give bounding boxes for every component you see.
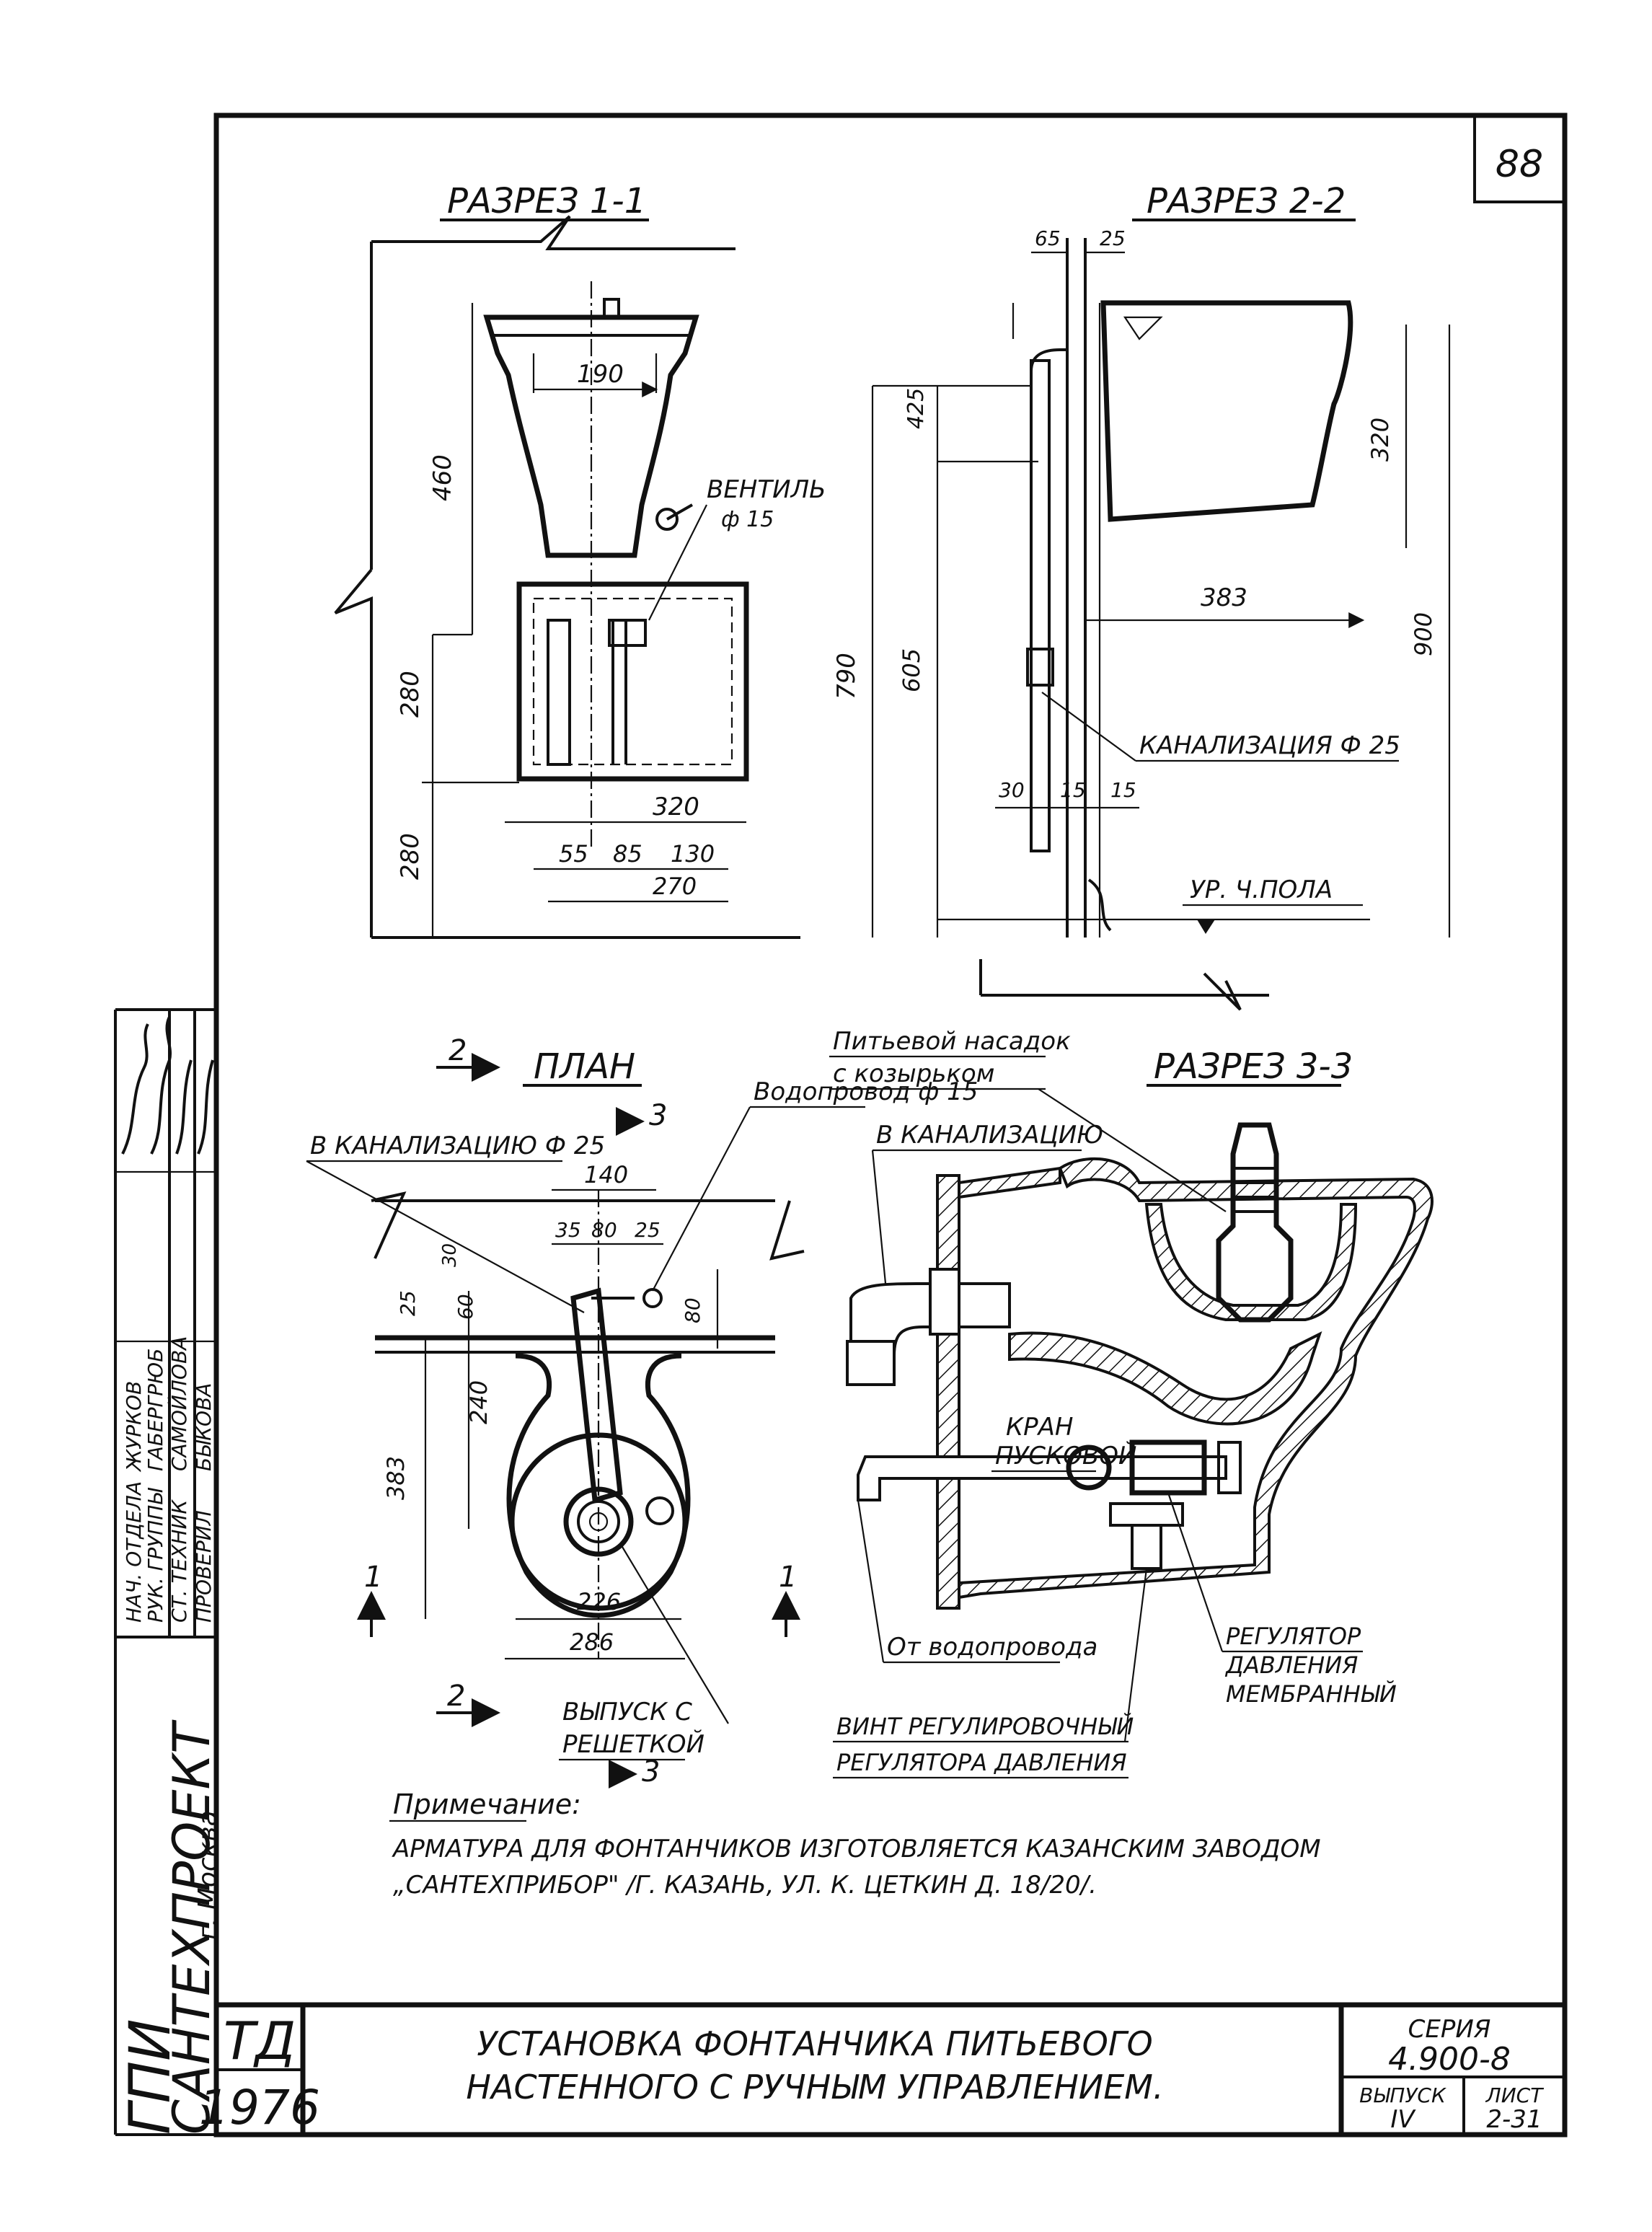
dim-30-b: 30 (439, 1243, 461, 1267)
dim-240: 240 (465, 1380, 492, 1424)
plan-view: План 2 3 140 35 80 25 30 60 25 80 (306, 1034, 978, 1788)
dim-25-b: 25 (635, 1218, 661, 1242)
dim-130: 130 (671, 840, 715, 868)
section-3-3-view: Разрез 3-3 Питьевой насадок с козырьком … (829, 1027, 1434, 1779)
dim-790: 790 (832, 653, 861, 700)
issue-label: Выпуск (1359, 2083, 1446, 2107)
signature-scribble-3 (175, 1059, 193, 1155)
to-sewer-plan-label: В канализацию ф 25 (310, 1132, 605, 1160)
issue-value: IV (1390, 2105, 1416, 2134)
signature-scribble-4 (197, 1059, 214, 1155)
code-ТД: ТД (224, 2011, 296, 2071)
note-line-2: „Сантехприбор" /г. Казань, ул. К. Цеткин… (393, 1871, 1097, 1900)
dim-25-c: 25 (396, 1290, 420, 1316)
dim-270: 270 (653, 873, 697, 900)
dim-55: 55 (559, 840, 588, 868)
dim-60: 60 (454, 1294, 477, 1320)
dim-900: 900 (1410, 612, 1437, 656)
note-block: Примечание: Арматура для фонтанчиков изг… (389, 1788, 1321, 1900)
water-supply-label: Водопровод ф 15 (754, 1077, 978, 1106)
note-line-1: Арматура для фонтанчиков изготовляется К… (392, 1835, 1321, 1863)
screw-label-1: Винт регулировочный (836, 1713, 1134, 1740)
note-title: Примечание: (393, 1788, 581, 1820)
from-water-label: От водопровода (887, 1633, 1097, 1662)
valve-dia-label: ф 15 (721, 507, 774, 532)
drawing-title-2: настенного с ручным управлением. (466, 2068, 1163, 2107)
valve-label: Вентиль (707, 475, 826, 504)
signature-scribble-2 (150, 1016, 172, 1155)
org-gpi: ГПИ (118, 2019, 183, 2135)
dim-280-b: 280 (396, 833, 425, 880)
plan-title: План (534, 1046, 635, 1087)
sheet-number: 88 (1496, 143, 1543, 186)
dim-605: 605 (898, 648, 925, 692)
dim-35: 35 (555, 1218, 581, 1242)
year: 1976 (199, 2080, 320, 2135)
dim-30: 30 (999, 778, 1025, 802)
sheet-frame: 88 (213, 113, 1568, 2138)
org-santehproekt: САНТЕХПРОЕКТ (162, 1719, 221, 2135)
regulator-label-2: давления (1224, 1651, 1358, 1679)
drawing-title-1: Установка фонтанчика питьевого (477, 2024, 1152, 2063)
section-3-3-title: Разрез 3-3 (1154, 1046, 1353, 1087)
plan-marker-1-right: 1 (779, 1561, 797, 1594)
sig-role-4: Проверил (192, 1510, 216, 1623)
dim-226: 226 (577, 1588, 621, 1615)
sig-role-1: Нач. отдела (122, 1481, 146, 1623)
dim-85: 85 (613, 840, 642, 868)
sig-role-3: Ст. техник (167, 1499, 191, 1623)
dim-383: 383 (1201, 583, 1247, 612)
to-sewer-label: В канализацию (876, 1121, 1103, 1150)
outlet-label-2: решеткой (562, 1729, 704, 1759)
sheet-value: 2-31 (1486, 2105, 1542, 2134)
title-block: ТД 1976 Установка фонтанчика питьевого н… (199, 2002, 1565, 2135)
regulator-label-1: Регулятор (1226, 1623, 1361, 1650)
dim-25: 25 (1100, 226, 1126, 250)
sig-name-1: Журков (122, 1381, 146, 1473)
crane-label-2: пусковой (995, 1441, 1136, 1470)
dim-80: 80 (591, 1218, 617, 1242)
dim-320-b: 320 (1366, 418, 1394, 462)
regulator-label-3: мембранный (1226, 1680, 1397, 1708)
plan-marker-2-bottom: 2 (447, 1680, 465, 1713)
dim-383-b: 383 (382, 1456, 410, 1500)
dim-425: 425 (904, 388, 929, 429)
sig-name-2: Габергрюб (143, 1349, 167, 1471)
sig-name-4: Быкова (192, 1383, 216, 1471)
dim-15-a: 15 (1060, 778, 1086, 802)
dim-140: 140 (584, 1161, 628, 1188)
plan-marker-1-left: 1 (364, 1561, 382, 1594)
floor-level-label: Ур. ч.пола (1190, 875, 1333, 904)
sheet-label: Лист (1485, 2083, 1545, 2107)
screw-label-2: регулятора давления (836, 1749, 1127, 1776)
plan-marker-3-bottom: 3 (642, 1755, 660, 1788)
dim-320: 320 (653, 793, 699, 821)
series-value: 4.900-8 (1388, 2041, 1511, 2078)
nozzle-label-1: Питьевой насадок (833, 1027, 1071, 1056)
nozzle-label-2: с козырьком (833, 1059, 994, 1088)
dim-190: 190 (577, 360, 624, 389)
org-city: г. Москва (193, 1810, 223, 1940)
dim-80-b: 80 (681, 1297, 704, 1323)
left-stamp: ГПИ САНТЕХПРОЕКТ г. Москва Нач. отдела Ж… (114, 1008, 223, 2136)
plan-marker-2-top: 2 (449, 1034, 467, 1067)
sig-name-3: Самойлова (167, 1336, 191, 1471)
section-2-2-title: Разрез 2-2 (1147, 181, 1346, 221)
sig-role-2: Рук. группы (143, 1488, 167, 1623)
section-1-1-view: Разрез 1-1 190 460 280 280 (334, 181, 826, 939)
plan-marker-3-top: 3 (649, 1099, 667, 1132)
crane-label-1: Кран (1006, 1413, 1073, 1442)
sewer-25-label: Канализация ф 25 (1139, 731, 1400, 760)
signature-scribble-1 (121, 1023, 149, 1155)
section-2-2-view: Разрез 2-2 65 25 790 425 605 320 (832, 181, 1451, 1011)
outlet-label-1: Выпуск с (562, 1698, 692, 1726)
section-1-1-title: Разрез 1-1 (447, 181, 646, 221)
series-label: Серия (1408, 2015, 1491, 2044)
dim-280-a: 280 (396, 671, 425, 718)
dim-286: 286 (570, 1628, 614, 1656)
dim-460: 460 (428, 454, 457, 501)
dim-65: 65 (1035, 226, 1061, 250)
dim-15-b: 15 (1110, 778, 1136, 802)
